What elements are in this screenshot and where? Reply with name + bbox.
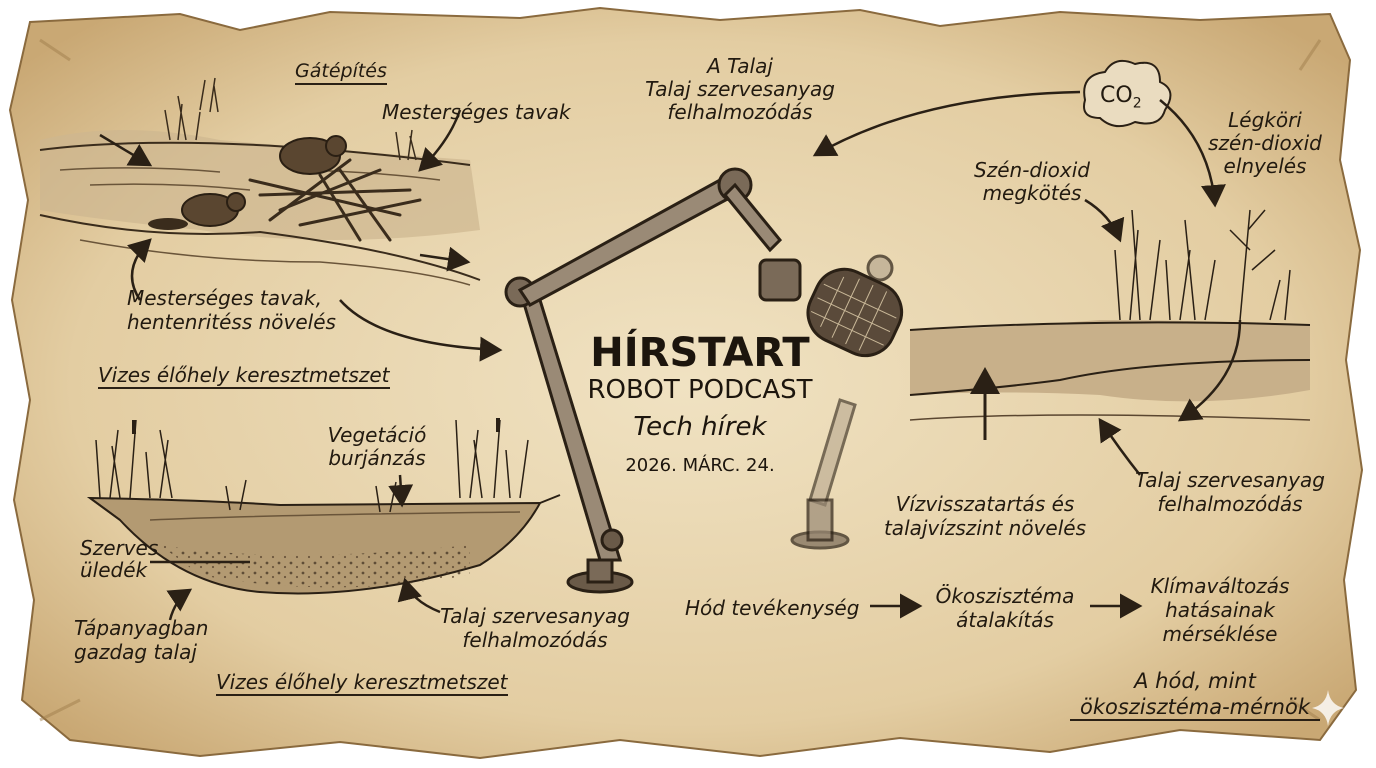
label-vizes-top: Vizes élőhely keresztmetszet — [98, 363, 390, 389]
co2-text: CO — [1100, 83, 1133, 108]
label-talaj-right-2: felhalmozódás — [1157, 492, 1303, 516]
podcast-subtitle: ROBOT PODCAST — [587, 375, 813, 405]
label-tapanyag-2: gazdag talaj — [74, 640, 197, 664]
label-szerves-2: üledék — [80, 558, 148, 582]
label-hod-1: A hód, mint — [1134, 669, 1256, 693]
label-szen-1: Szén-dioxid — [974, 158, 1090, 182]
label-legkori-2: szén-dioxid — [1208, 131, 1322, 155]
label-gatepites: Gátépítés — [295, 61, 387, 85]
co2-cloud — [1083, 59, 1172, 128]
connector-arrows — [99, 90, 1242, 621]
podcast-tagline: Tech hírek — [633, 412, 767, 442]
podcast-date: 2026. MÁRC. 24. — [625, 455, 775, 476]
label-tavak-novelese-1: Mesterséges tavak, — [127, 286, 322, 310]
label-vizes-bottom: Vizes élőhely keresztmetszet — [216, 670, 508, 696]
co2-subscript: 2 — [1132, 95, 1142, 112]
label-szerves-1: Szerves — [80, 536, 159, 560]
label-legkori-3: elnyelés — [1223, 154, 1307, 178]
label-legkori-1: Légköri — [1228, 108, 1302, 132]
flow-step-2a: Ökoszisztéma — [935, 584, 1075, 608]
wetland-cross-section — [86, 418, 561, 595]
label-co2: CO2 — [1100, 84, 1142, 111]
sparkle-icon — [1312, 690, 1344, 726]
label-tapanyag-1: Tápanyagban — [74, 616, 209, 640]
label-talaj-left-2: felhalmozódás — [462, 628, 608, 652]
label-vegetacio-1: Vegetáció — [327, 423, 427, 447]
label-hod-2: ökoszisztéma-mérnök — [1070, 696, 1320, 722]
podcast-microphone-arm — [504, 167, 904, 594]
label-tavak-novelese-2: hentenritéss növelés — [127, 310, 336, 334]
label-mesterseges-tavak: Mesterséges tavak — [382, 100, 571, 124]
flow-step-3c: mérséklése — [1162, 622, 1278, 646]
flow-step-1: Hód tevékenység — [685, 596, 860, 620]
label-vizvissza-2: talajvízszint növelés — [883, 516, 1087, 540]
label-vegetacio-2: burjánzás — [328, 446, 426, 470]
flow-step-2b: átalakítás — [956, 608, 1054, 632]
flow-step-3a: Klímaváltozás — [1150, 574, 1290, 598]
label-a-talaj-3: felhalmozódás — [667, 100, 813, 124]
soil-profile-scene — [909, 209, 1311, 440]
label-a-talaj-2: Talaj szervesanyag — [645, 77, 835, 101]
label-szen-2: megkötés — [982, 181, 1082, 205]
podcast-title: HÍRSTART — [590, 330, 810, 376]
label-a-talaj-1: A Talaj — [707, 54, 773, 78]
flow-step-3b: hatásainak — [1165, 598, 1275, 622]
label-vizvissza-1: Vízvisszatartás és — [895, 492, 1075, 516]
label-talaj-right-1: Talaj szervesanyag — [1135, 468, 1325, 492]
label-talaj-left-1: Talaj szervesanyag — [440, 604, 630, 628]
